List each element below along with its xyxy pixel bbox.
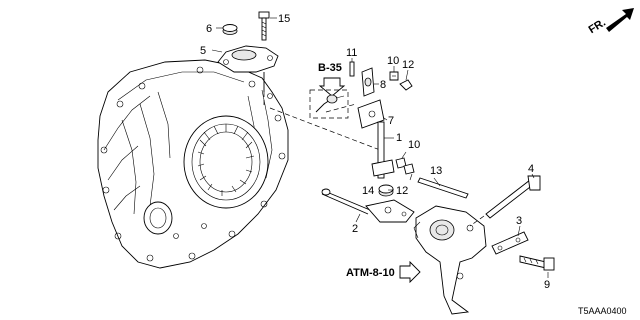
range-selector-bracket (413, 205, 487, 315)
diagram-code: T5AAA0400 (578, 306, 627, 316)
callout-5: 5 (200, 45, 206, 57)
callout-10-lower: 10 (408, 139, 420, 151)
callout-1: 1 (396, 132, 402, 144)
part-14-seal (378, 184, 394, 197)
part-15-bolt (258, 11, 270, 41)
part-8-shaft-end (361, 67, 375, 97)
part-4-rod (469, 175, 541, 227)
part-9-bolt (519, 255, 555, 271)
leader-lines (211, 17, 549, 278)
atm-reference: ATM-8-10 (346, 260, 421, 284)
callout-12-upper: 12 (402, 59, 414, 71)
part-5-cover (217, 45, 279, 92)
callout-6: 6 (206, 23, 212, 35)
callout-4: 4 (528, 163, 534, 175)
part-2-rod (321, 188, 415, 223)
atm-label: ATM-8-10 (346, 267, 395, 279)
callout-10-upper: 10 (387, 55, 399, 67)
b35-reference: B-35 (309, 62, 349, 119)
callout-15: 15 (278, 13, 290, 25)
front-label: FR. (587, 17, 608, 37)
callout-8: 8 (380, 79, 386, 91)
part-3-plate (491, 231, 529, 255)
part-7-lever (357, 99, 385, 129)
callout-11: 11 (346, 47, 357, 59)
callout-7: 7 (388, 115, 394, 127)
part-12-clip-upper (399, 79, 413, 91)
callout-12-lower: 12 (396, 185, 408, 197)
transmission-case (97, 59, 289, 269)
callout-13: 13 (430, 165, 442, 177)
part-10-bolt-upper (389, 71, 399, 81)
part-11-pin (349, 61, 355, 77)
part-6-washer (222, 24, 238, 35)
front-direction-arrow: FR. (587, 8, 634, 36)
callout-9: 9 (544, 279, 550, 291)
callout-14: 14 (362, 185, 374, 197)
callout-3: 3 (516, 215, 522, 227)
callout-2: 2 (352, 223, 358, 235)
part-12-clip-lower (403, 163, 415, 175)
part-1-shaft (371, 121, 395, 179)
b35-label: B-35 (318, 62, 342, 74)
callout-numbers: 6 5 15 11 8 10 12 7 1 10 13 14 12 4 2 3 … (200, 13, 550, 291)
part-13-pin (417, 177, 469, 199)
